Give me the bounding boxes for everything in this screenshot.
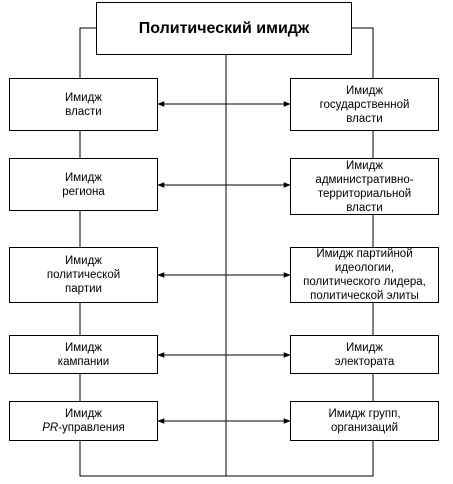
- right-box-ideologii: Имидж партийной идеологии, политического…: [290, 247, 439, 303]
- left-box-kampanii: Имидж кампании: [9, 335, 158, 374]
- right-box-gos-vlasti: Имидж государственной власти: [290, 78, 439, 131]
- left-box-vlasti: Имидж власти: [9, 78, 158, 131]
- right-box-elektorata: Имидж электората: [290, 335, 439, 374]
- left-box-partii: Имидж политической партии: [9, 247, 158, 303]
- left-box-regiona: Имидж региона: [9, 158, 158, 211]
- diagram-title: Политический имидж: [96, 2, 352, 55]
- right-box-grupp: Имидж групп, организаций: [290, 401, 439, 441]
- left-box-pr: Имидж PR-управления: [9, 401, 158, 441]
- right-box-adm-terr: Имидж административно- территориальной в…: [290, 158, 439, 215]
